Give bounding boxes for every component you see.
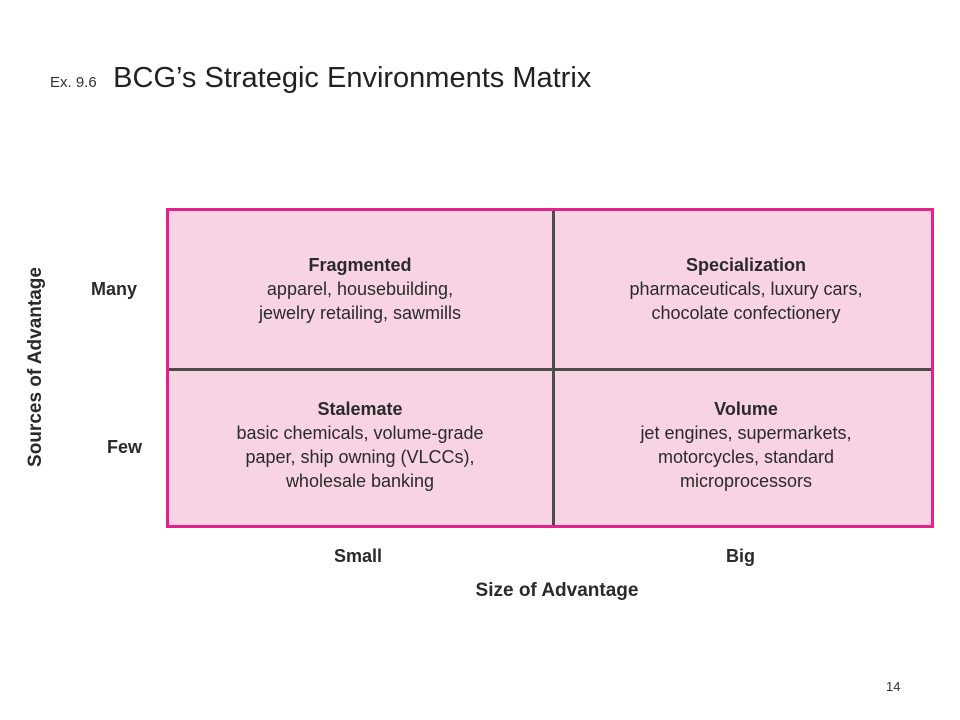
cell-example-line: jet engines, supermarkets, bbox=[640, 423, 852, 443]
cell-example-line: basic chemicals, volume-grade bbox=[236, 423, 484, 443]
cell-fragmented: Fragmented apparel, housebuilding, jewel… bbox=[169, 211, 551, 366]
cell-example-line: apparel, housebuilding, bbox=[266, 279, 454, 299]
y-tick-few: Few bbox=[107, 437, 143, 457]
cell-example-line: chocolate confectionery bbox=[651, 303, 841, 323]
slide-title: Ex. 9.6 BCG’s Strategic Environments Mat… bbox=[50, 62, 591, 95]
strategic-environments-matrix: Fragmented apparel, housebuilding, jewel… bbox=[166, 208, 934, 528]
y-tick-many: Many bbox=[91, 279, 138, 299]
y-axis-label: Sources of Advantage bbox=[25, 267, 46, 467]
cell-example-line: paper, ship owning (VLCCs), bbox=[245, 447, 475, 467]
cell-title: Fragmented bbox=[308, 255, 412, 275]
cell-example-line: motorcycles, standard bbox=[657, 447, 835, 467]
cell-example-line: wholesale banking bbox=[285, 471, 435, 491]
cell-title: Stalemate bbox=[317, 399, 403, 419]
cell-title: Volume bbox=[714, 399, 778, 419]
cell-specialization: Specialization pharmaceuticals, luxury c… bbox=[555, 211, 937, 366]
cell-stalemate: Stalemate basic chemicals, volume-grade … bbox=[169, 371, 551, 526]
cell-title: Specialization bbox=[685, 255, 807, 275]
cell-example-line: pharmaceuticals, luxury cars, bbox=[629, 279, 863, 299]
exhibit-number: Ex. 9.6 bbox=[50, 74, 97, 91]
x-tick-big: Big bbox=[726, 546, 755, 566]
x-tick-small: Small bbox=[334, 546, 383, 566]
x-axis-label: Size of Advantage bbox=[475, 580, 639, 601]
horizontal-divider bbox=[169, 368, 931, 371]
cell-example-line: microprocessors bbox=[679, 471, 813, 491]
cell-example-line: jewelry retailing, sawmills bbox=[258, 303, 462, 323]
page-number: 14 bbox=[886, 679, 901, 694]
title-text: BCG’s Strategic Environments Matrix bbox=[113, 62, 592, 94]
cell-volume: Volume jet engines, supermarkets, motorc… bbox=[555, 371, 937, 526]
